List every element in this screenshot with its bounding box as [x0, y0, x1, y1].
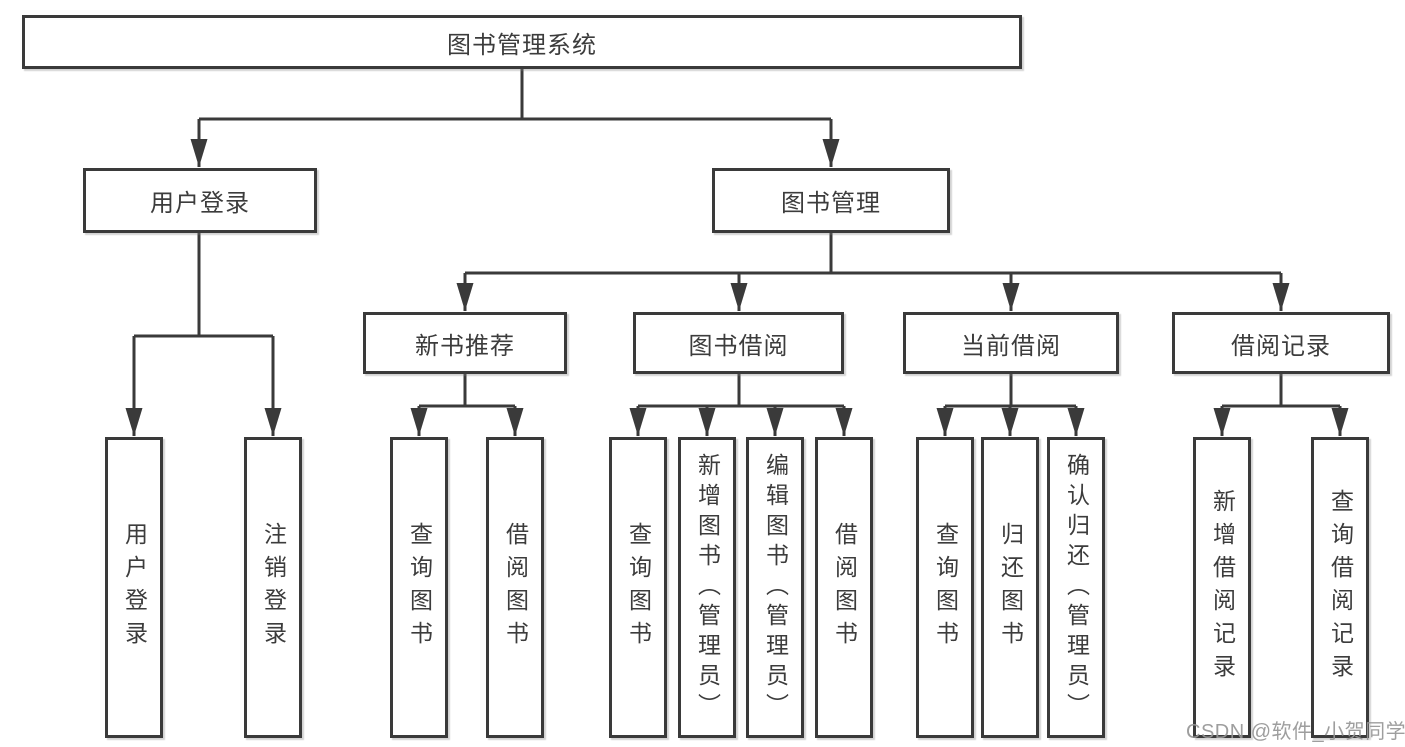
node-current-borrowing-label: 当前借阅 — [961, 332, 1061, 360]
leaf-newrec-query-book-label: 查询图书 — [406, 521, 433, 654]
node-book-management-label: 图书管理 — [781, 190, 881, 217]
leaf-current-query-book-label: 查询图书 — [932, 521, 959, 654]
leaf-logout-label: 注销登录 — [260, 521, 287, 654]
leaf-return-book-label: 归还图书 — [997, 521, 1024, 654]
node-root-label: 图书管理系统 — [447, 31, 597, 59]
node-new-book-recommend-label: 新书推荐 — [415, 332, 515, 360]
node-user-login: 用户登录 — [83, 168, 317, 233]
leaf-query-borrow-record: 查询借阅记录 — [1311, 437, 1369, 738]
leaf-borrow-query-book: 查询图书 — [609, 437, 667, 738]
leaf-return-book: 归还图书 — [981, 437, 1039, 738]
node-borrowing-records-label: 借阅记录 — [1231, 332, 1331, 360]
leaf-borrow-book-label: 借阅图书 — [831, 521, 858, 654]
leaf-newrec-borrow-book-label: 借阅图书 — [502, 521, 529, 654]
node-book-borrowing-label: 图书借阅 — [688, 332, 789, 360]
leaf-query-borrow-record-label: 查询借阅记录 — [1327, 488, 1354, 687]
node-borrowing-records: 借阅记录 — [1172, 312, 1390, 374]
node-current-borrowing: 当前借阅 — [903, 312, 1119, 374]
leaf-current-query-book: 查询图书 — [916, 437, 974, 738]
node-new-book-recommend: 新书推荐 — [363, 312, 567, 374]
node-book-management: 图书管理 — [712, 168, 950, 233]
node-root: 图书管理系统 — [22, 15, 1022, 69]
leaf-newrec-borrow-book: 借阅图书 — [486, 437, 544, 738]
leaf-user-login: 用户登录 — [105, 437, 163, 738]
leaf-edit-book-admin: 编辑图书（管理员） — [746, 437, 804, 738]
node-user-login-label: 用户登录 — [150, 190, 250, 217]
node-book-borrowing: 图书借阅 — [633, 312, 844, 374]
leaf-newrec-query-book: 查询图书 — [390, 437, 448, 738]
leaf-confirm-return-admin: 确认归还（管理员） — [1047, 437, 1105, 738]
watermark: CSDN @软件_小贺同学 — [1186, 721, 1405, 743]
leaf-confirm-return-admin-label: 确认归还（管理员） — [1063, 452, 1090, 723]
leaf-add-borrow-record-label: 新增借阅记录 — [1209, 488, 1236, 687]
leaf-borrow-book: 借阅图书 — [815, 437, 873, 738]
leaf-user-login-label: 用户登录 — [121, 521, 148, 654]
leaf-borrow-query-book-label: 查询图书 — [625, 521, 652, 654]
leaf-add-borrow-record: 新增借阅记录 — [1193, 437, 1251, 738]
leaf-add-book-admin: 新增图书（管理员） — [678, 437, 736, 738]
leaf-add-book-admin-label: 新增图书（管理员） — [694, 452, 721, 723]
leaf-edit-book-admin-label: 编辑图书（管理员） — [762, 452, 789, 723]
leaf-logout: 注销登录 — [244, 437, 302, 738]
